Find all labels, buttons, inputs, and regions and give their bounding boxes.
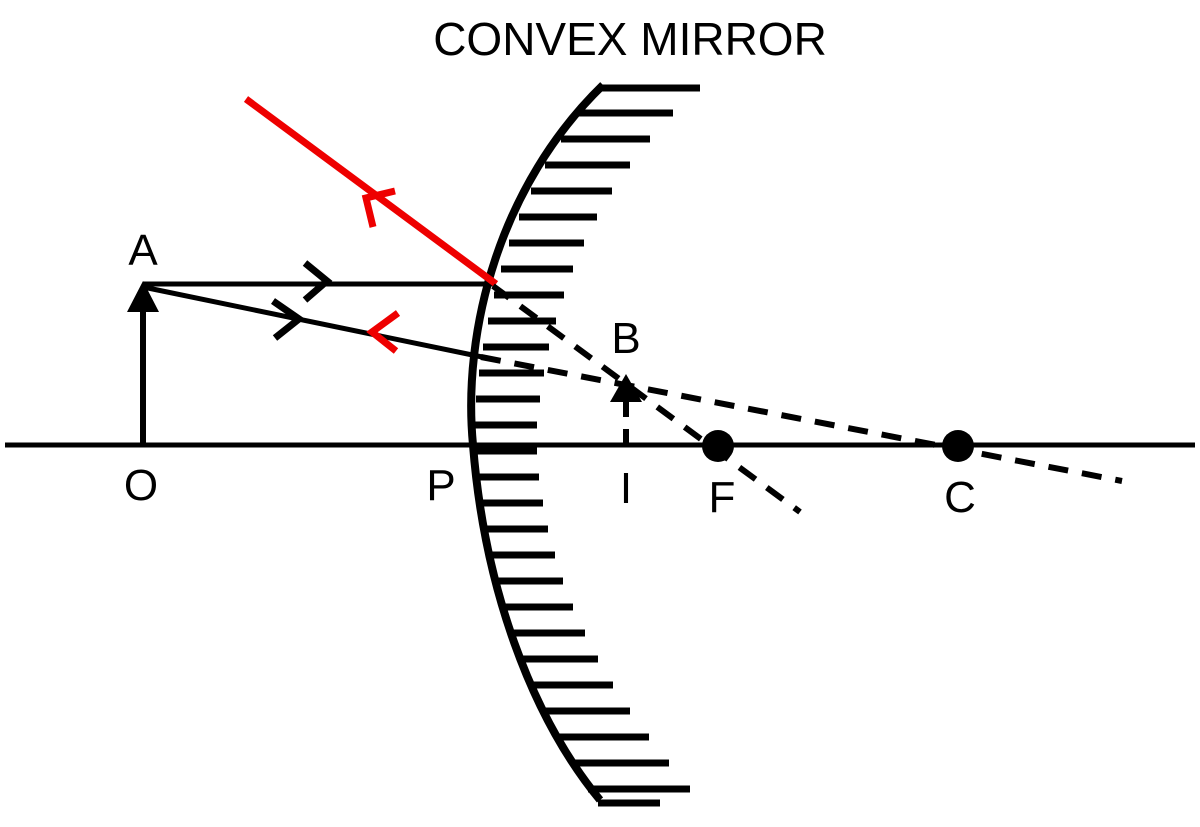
label-pole: P <box>426 461 455 510</box>
parallel-incident-ray <box>143 260 496 303</box>
ray-towards-centre-of-curvature <box>142 284 488 361</box>
mirror-hatching <box>474 84 700 807</box>
focus-point-dot <box>702 430 734 462</box>
red-reflected-direction-marker <box>366 310 401 354</box>
label-object-top: A <box>128 226 158 275</box>
centre-of-curvature-dot <box>942 430 974 462</box>
object-arrowhead <box>127 281 159 312</box>
virtual-ray-construction <box>480 283 1123 515</box>
label-image-top: B <box>611 314 640 363</box>
parallel-ray-direction-marker <box>302 260 333 303</box>
oblique-ray-direction-marker <box>271 298 305 341</box>
image-arrowhead <box>610 374 642 402</box>
mirror-surface-curve <box>467 82 606 803</box>
label-focus: F <box>709 473 736 522</box>
red-incident-direction-marker <box>361 187 396 228</box>
reflected-ray-through-focus <box>491 283 802 515</box>
red-incident-ray <box>243 96 499 287</box>
oblique-ray-line <box>142 284 488 361</box>
convex-mirror-arc <box>467 82 700 807</box>
label-image-base: I <box>620 464 632 513</box>
object-arrow-AO <box>127 281 159 445</box>
label-centre-of-curvature: C <box>944 473 976 522</box>
page-title: CONVEX MIRROR <box>433 13 827 65</box>
reflected-ray-from-centre <box>480 354 1123 484</box>
image-arrow-BI <box>610 374 642 445</box>
red-incident-ray-line <box>243 96 499 287</box>
label-object-base: O <box>124 461 158 510</box>
